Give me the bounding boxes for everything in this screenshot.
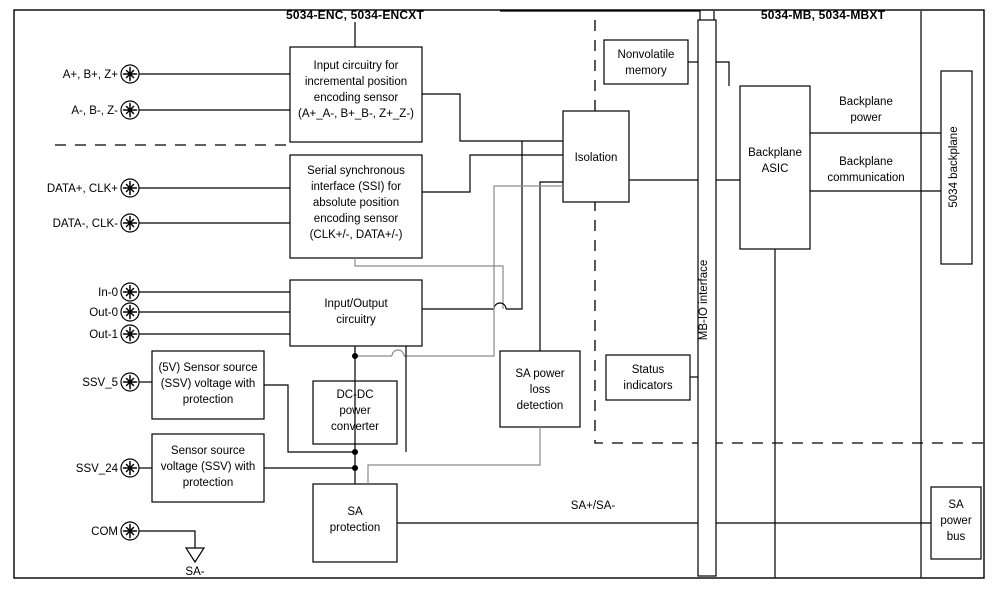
label-backplane-power-line2: power [850,112,881,124]
screw-terminal-icon [120,458,140,478]
wire-ssi-to-isolation [422,154,563,193]
block-incremental-input [289,46,423,143]
block-sa-protection-line2: protection [330,522,381,534]
junction-dot-io-bottom [352,353,358,359]
block-ssv5-line2: (SSV) voltage with [161,378,256,390]
terminal-label-in0: In-0 [98,287,118,299]
block-sa-power-loss-line2: loss [530,384,551,396]
block-ssi-line3: absolute position [313,197,399,209]
block-nonvolatile-memory [603,39,689,85]
screw-terminal-icon [120,324,140,344]
wire-io-bottom-gray-hop [391,349,405,357]
block-ssi-line4: encoding sensor [314,213,399,225]
block-backplane-asic-line2: ASIC [762,163,789,175]
block-sa-power-loss-detection [499,350,581,428]
terminal-label-abz-neg: A-, B-, Z- [71,105,118,117]
block-incremental-input-line4: (A+_A-, B+_B-, Z+_Z-) [298,108,414,120]
block-ssv24-line3: protection [183,477,234,489]
label-sa-bus: SA+/SA- [571,500,616,512]
block-sa-power-loss-line3: detection [517,400,564,412]
block-ssv24-line2: voltage (SSV) with [161,461,256,473]
block-ssv5-line1: (5V) Sensor source [158,362,257,374]
block-isolation-label: Isolation [575,152,618,164]
label-sa-ground: SA- [185,566,204,578]
terminal-label-abz-pos: A+, B+, Z+ [63,69,119,81]
block-incremental-input-line3: encoding sensor [314,92,399,104]
terminal-label-com: COM [91,526,118,538]
screw-terminal-icon [120,178,140,198]
block-mb-io-interface-label: MB-IO interface [698,260,710,341]
block-sa-power-bus-line3: bus [947,531,966,543]
terminal-label-out1: Out-1 [89,329,118,341]
screw-terminal-icon [120,372,140,392]
block-ssi-line2: interface (SSI) for [311,181,401,193]
block-nonvolatile-memory-line1: Nonvolatile [618,49,675,61]
block-ssv24-protection [151,433,265,503]
wire-io-right-continue [506,141,523,310]
block-mb-io-interface [697,19,717,577]
block-ssi [289,154,423,259]
block-status-indicators [605,354,691,401]
terminal-label-out0: Out-0 [89,307,118,319]
wire-sa-power-loss-to-isolation [539,181,563,351]
wire-io-bottom-gray-continue [404,185,563,357]
block-incremental-input-line2: incremental position [305,76,407,88]
block-sa-protection-line1: SA [347,506,363,518]
block-backplane-asic [739,85,811,250]
block-sa-power-loss-line1: SA power [515,368,564,380]
block-backplane-asic-line1: Backplane [748,147,802,159]
block-5034-backplane-label: 5034 backplane [948,126,960,207]
block-isolation [562,110,630,203]
block-io-circuitry-line1: Input/Output [324,298,388,310]
terminal-label-data-neg: DATA-, CLK- [53,218,119,230]
block-5034-backplane [940,70,973,265]
block-ssv5-line3: protection [183,394,234,406]
terminal-label-ssv24: SSV_24 [76,463,119,475]
screw-terminal-icon [120,100,140,120]
block-io-circuitry-line2: circuitry [336,314,376,326]
block-ssi-line1: Serial synchronous [307,165,405,177]
block-sa-power-bus-line1: SA [948,499,964,511]
block-io-circuitry [289,279,423,347]
block-ssv24-line1: Sensor source [171,445,245,457]
block-ssi-line5: (CLK+/-, DATA+/-) [310,229,403,241]
block-sa-power-bus [930,486,982,560]
wire-incremental-to-isolation [422,93,563,142]
block-status-indicators-line2: indicators [623,380,672,392]
terminal-label-ssv5: SSV_5 [82,377,118,389]
wire-ssv5-to-trunk [264,384,355,453]
label-backplane-power-line1: Backplane [839,96,893,108]
terminal-label-data-pos: DATA+, CLK+ [47,183,118,195]
screw-terminal-icon [120,282,140,302]
block-incremental-input-line1: Input circuitry for [314,60,399,72]
sa-ground-symbol [184,547,206,564]
wire-mbio-to-asic-top [716,61,730,86]
wire-ssi-bottom-to-io-jump [354,258,504,309]
screw-terminal-icon [120,521,140,541]
wire-sa-protection-to-power-loss [367,427,541,484]
block-status-indicators-line1: Status [632,364,665,376]
screw-terminal-icon [120,213,140,233]
diagram-outer-frame [13,9,985,579]
screw-terminal-icon [120,64,140,84]
wire-com-to-ground [139,530,196,548]
header-enc-title: 5034-ENC, 5034-ENCXT [286,8,425,22]
wire-top-bus-left [500,10,701,20]
header-mb-title: 5034-MB, 5034-MBXT [761,8,886,22]
label-backplane-comm-line2: communication [827,172,904,184]
block-sa-power-bus-line2: power [940,515,971,527]
wire-io-hop-arc [493,302,507,310]
label-backplane-comm-line1: Backplane [839,156,893,168]
block-ssv5-protection [151,350,265,420]
screw-terminal-icon [120,302,140,322]
block-nonvolatile-memory-line2: memory [625,65,667,77]
